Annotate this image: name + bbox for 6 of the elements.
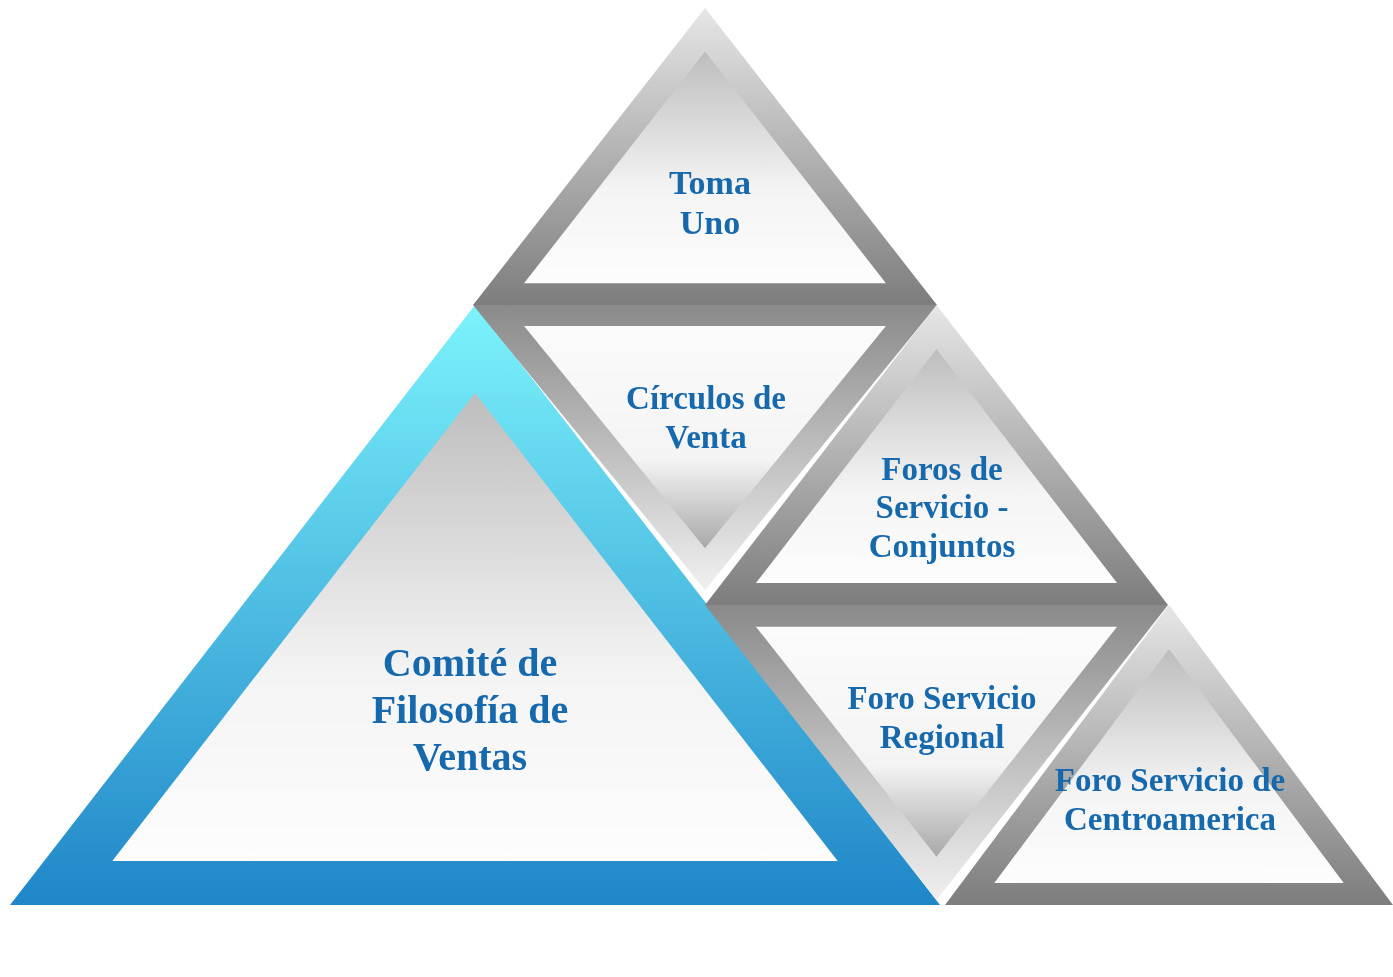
tier-label: Círculos de Venta (625, 379, 787, 457)
tier-label: Foro Servicio Regional (846, 679, 1038, 757)
tier-label: Comité de Filosofía de Ventas (370, 639, 570, 781)
tier-label: Foros de Servicio - Conjuntos (867, 449, 1017, 567)
tier-label: Toma Uno (668, 163, 752, 244)
tier-label: Foro Servicio de Centroamerica (1053, 761, 1287, 839)
